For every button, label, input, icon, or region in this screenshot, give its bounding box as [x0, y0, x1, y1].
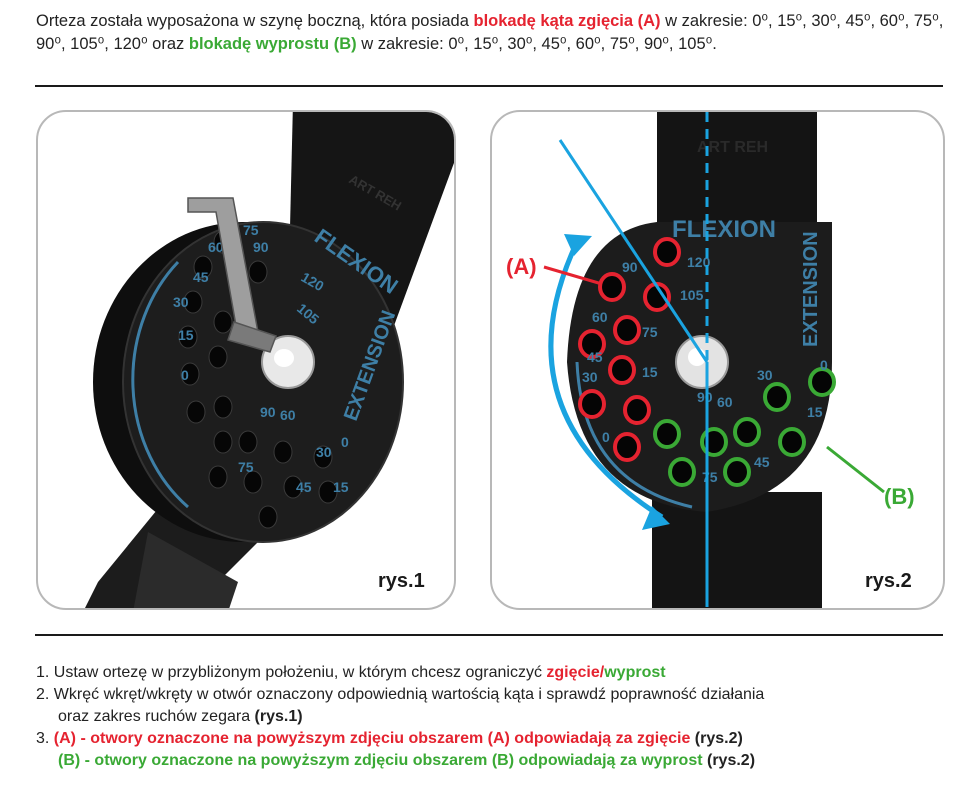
figure-1-caption: rys.1	[378, 570, 425, 592]
tilted-axis-line	[558, 139, 709, 363]
fig2-tick-90: 90	[622, 259, 638, 275]
step-3-extension-ref: (rys.2)	[702, 752, 756, 769]
fig1-ext-tick-45: 45	[296, 479, 312, 495]
figure-2-panel: ART REH FLEXION EXTENSION 120 105 90 75 …	[490, 110, 945, 610]
intro-text-2: w zakresie: 0⁰, 15⁰, 30⁰, 45⁰, 60⁰, 75⁰,…	[36, 12, 944, 53]
figure-2-illustration: ART REH FLEXION EXTENSION 120 105 90 75 …	[506, 112, 915, 608]
step-2-line-1: 2. Wkręć wkręt/wkręty w otwór oznaczony …	[36, 686, 765, 703]
figure-1-illustration: FLEXION EXTENSION 120 105 90 75 60 45 30…	[85, 112, 454, 608]
fig1-tick-60: 60	[208, 239, 224, 255]
rotation-arrow-icon	[548, 240, 664, 520]
figure-2-caption: rys.2	[865, 570, 912, 592]
fig1-tick-90: 90	[253, 239, 269, 255]
fig2-ext-tick-15: 15	[807, 404, 823, 420]
bottom-divider	[35, 634, 943, 636]
figure-1-panel: FLEXION EXTENSION 120 105 90 75 60 45 30…	[36, 110, 456, 610]
flexion-lock-term: blokadę kąta zgięcia (A)	[473, 12, 661, 30]
fig2-ext-tick-90: 90	[697, 389, 713, 405]
step-2: 2. Wkręć wkręt/wkręty w otwór oznaczony …	[36, 684, 946, 706]
step-3-extension-text: (B) - otwory oznaczone na powyższym zdję…	[58, 752, 703, 769]
intro-text-3: w zakresie: 0⁰, 15⁰, 30⁰, 45⁰, 60⁰, 75⁰,…	[356, 35, 717, 53]
fig1-tick-45: 45	[193, 269, 209, 285]
step-1-text: 1. Ustaw ortezę w przybliżonym położeniu…	[36, 664, 547, 681]
label-a: (A)	[506, 254, 537, 279]
fig2-tick-105: 105	[680, 287, 704, 303]
fig2-ext-tick-45: 45	[754, 454, 770, 470]
step-3-flexion-text: (A) - otwory oznaczone na powyższym zdję…	[53, 730, 691, 747]
step-2-ref: (rys.1)	[254, 708, 303, 725]
label-a-pointer	[543, 265, 603, 286]
fig1-tick-0: 0	[181, 367, 189, 383]
fig1-tick-15: 15	[178, 327, 194, 343]
instruction-steps: 1. Ustaw ortezę w przybliżonym położeniu…	[36, 662, 946, 772]
fig2-ext-tick-75: 75	[702, 469, 718, 485]
fig2-tick-45: 45	[587, 349, 603, 365]
step-1-extension: wyprost	[604, 664, 666, 681]
fig1-ext-tick-90: 90	[260, 404, 276, 420]
fig2-tick-15: 15	[642, 364, 658, 380]
fig2-ext-tick-0: 0	[820, 357, 828, 373]
fig1-tick-75: 75	[243, 222, 259, 238]
fig2-ext-tick-30: 30	[757, 367, 773, 383]
intro-text-1: Orteza została wyposażona w szynę boczną…	[36, 12, 474, 30]
fig1-tick-30: 30	[173, 294, 189, 310]
fig2-tick-75: 75	[642, 324, 658, 340]
fig2-brand-mark: ART REH	[697, 139, 768, 156]
step-3-number: 3.	[36, 730, 54, 747]
label-b-pointer	[826, 445, 885, 494]
extension-holes-group	[653, 367, 836, 487]
step-2-line-2: oraz zakres ruchów zegara	[58, 708, 255, 725]
fig2-tick-120: 120	[687, 254, 711, 270]
step-1-separator: /	[599, 664, 605, 681]
fig1-ext-tick-30: 30	[316, 444, 332, 460]
step-3-flexion-ref: (rys.2)	[690, 730, 743, 747]
step-1: 1. Ustaw ortezę w przybliżonym położeniu…	[36, 662, 946, 684]
extension-lock-term: blokadę wyprostu (B)	[188, 35, 357, 53]
fig2-tick-30: 30	[582, 369, 598, 385]
flexion-holes-group	[578, 237, 681, 462]
intro-paragraph: Orteza została wyposażona w szynę boczną…	[36, 10, 946, 56]
label-b: (B)	[884, 484, 915, 509]
fig2-extension-label: EXTENSION	[800, 231, 822, 347]
step-3: 3. (A) - otwory oznaczone na powyższym z…	[36, 728, 946, 750]
fig1-ext-tick-60: 60	[280, 407, 296, 423]
fig2-flexion-label: FLEXION	[672, 216, 776, 243]
orthosis-lower-bar	[652, 492, 822, 608]
fig2-tick-0: 0	[602, 429, 610, 445]
fig1-ext-tick-0: 0	[341, 434, 349, 450]
top-divider	[35, 85, 943, 87]
step-1-flexion: zgięcie	[546, 664, 600, 681]
dial-holes-fig1	[178, 230, 338, 529]
fig1-ext-tick-75: 75	[238, 459, 254, 475]
orthosis-upper-bar	[657, 112, 817, 232]
fig1-ext-tick-15: 15	[333, 479, 349, 495]
fig2-tick-60: 60	[592, 309, 608, 325]
step-2-continued: oraz zakres ruchów zegara (rys.1)	[36, 706, 946, 728]
fig2-ext-tick-60: 60	[717, 394, 733, 410]
step-3-continued: (B) - otwory oznaczone na powyższym zdję…	[36, 750, 946, 772]
